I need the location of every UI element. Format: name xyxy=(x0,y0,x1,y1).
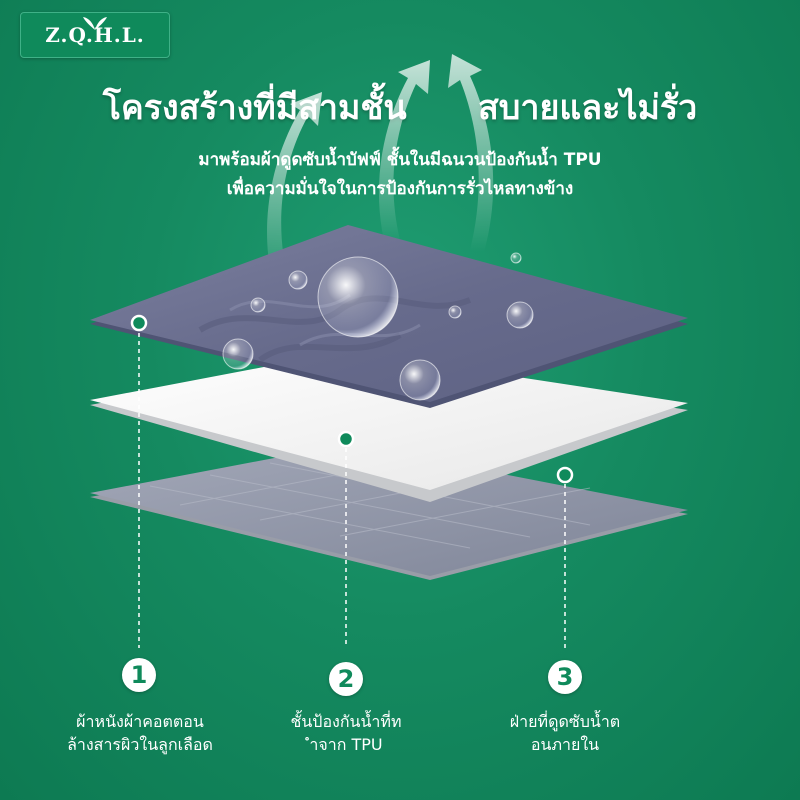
leader-lines xyxy=(138,333,566,648)
layer-caption-2-line-2: ำจาก TPU xyxy=(309,735,383,754)
layer-caption-2-line-1: ชั้นป้องกันน้ำที่ท xyxy=(290,712,402,731)
middle-layer xyxy=(90,351,688,502)
dot-marker-icon xyxy=(130,314,574,484)
headline: โครงสร้างที่มีสามชั้น สบายและไม่รั่ว xyxy=(0,80,800,134)
layer-caption-2: ชั้นป้องกันน้ำที่ท ำจาก TPU xyxy=(236,710,456,756)
water-droplet-icon xyxy=(222,252,534,401)
bottom-layer xyxy=(90,444,688,580)
layer-number-1: 1 xyxy=(122,658,156,692)
logo-text: Z.Q.H.L. xyxy=(45,23,145,47)
airflow-arrow-icon xyxy=(267,54,494,290)
layer-number-2: 2 xyxy=(329,662,363,696)
subtitle-line-1: มาพร้อมผ้าดูดซับน้ำบัฟฟ์ ชั้นในมีฉนวนป้อ… xyxy=(198,150,602,170)
leaf-icon xyxy=(83,17,107,30)
layer-number-3: 3 xyxy=(548,660,582,694)
layer-caption-1-line-1: ผ้าหนังผ้าคอตตอน xyxy=(76,712,204,731)
layer-caption-3-line-1: ฝ่ายที่ดูดซับน้ำต xyxy=(509,712,621,731)
layer-caption-3: ฝ่ายที่ดูดซับน้ำต อนภายใน xyxy=(455,710,675,756)
layer-caption-3-line-2: อนภายใน xyxy=(530,735,600,754)
brand-logo: Z.Q.H.L. xyxy=(20,12,170,58)
layer-caption-1-line-2: ล้างสารผิวในลูกเลือด xyxy=(67,735,213,754)
headline-structure: โครงสร้างที่มีสามชั้น xyxy=(102,88,407,128)
headline-comfort: สบายและไม่รั่ว xyxy=(478,88,698,128)
layer-caption-1: ผ้าหนังผ้าคอตตอน ล้างสารผิวในลูกเลือด xyxy=(30,710,250,756)
